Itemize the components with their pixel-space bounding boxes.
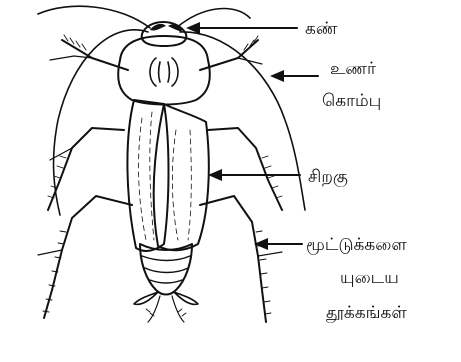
label-legs-line2: யுடைய [340,268,399,288]
label-eye: கண் [305,19,338,39]
antennae [38,6,305,215]
label-legs-line3: தூக்கங்கள் [326,303,407,323]
cerci [134,292,198,322]
label-antenna-line1: உணர் [330,59,376,79]
wings [127,100,208,251]
head [142,22,187,46]
labels: கண் உணர் கொம்பு சிறகு மூட்டுக்களை யுடைய … [305,19,407,323]
label-legs-line1: மூட்டுக்களை [306,235,407,255]
label-wing: சிறகு [308,167,348,187]
label-antenna-line2: கொம்பு [322,91,381,111]
